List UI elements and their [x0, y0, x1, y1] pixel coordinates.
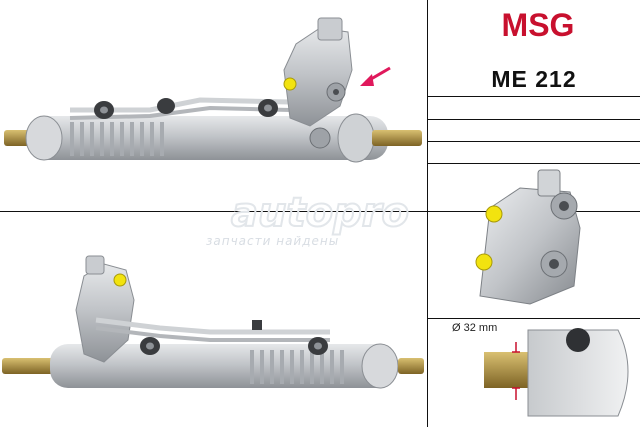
horizontal-divider-main	[0, 211, 640, 212]
rack-end-closeup	[484, 328, 629, 417]
part-number: ME 212	[491, 66, 577, 92]
logo-text: MSG	[502, 7, 575, 42]
vertical-divider	[427, 0, 428, 427]
steering-rack-front-view	[4, 17, 422, 163]
valve-body-closeup	[475, 169, 581, 305]
steering-rack-rear-view	[2, 255, 424, 389]
watermark-text: запчасти найдены	[206, 234, 340, 248]
watermark-logo-text: autopro	[231, 190, 409, 236]
diameter-label: Ø 32 mm	[452, 322, 498, 334]
table-rule-5	[427, 318, 640, 319]
table-rule-2	[427, 119, 640, 120]
table-rule-1	[427, 96, 640, 97]
watermark-logo: autopro	[230, 189, 410, 237]
table-rule-3	[427, 141, 640, 142]
table-rule-4	[427, 163, 640, 164]
msg-logo: MSG	[502, 7, 575, 42]
